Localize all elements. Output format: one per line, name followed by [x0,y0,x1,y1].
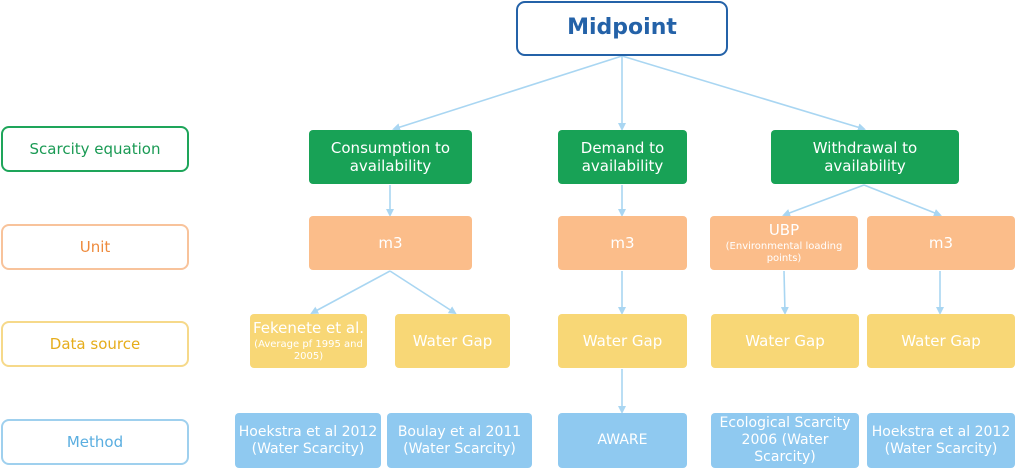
unit-ubp-note: (Environmental loading points) [725,241,843,264]
unit-withdrawal-m3: m3 [867,216,1015,270]
row-label-scarcity-equation: Scarcity equation [1,126,189,172]
unit-demand-m3: m3 [558,216,687,270]
source-water-gap-withdrawal: Water Gap [867,314,1015,368]
equation-consumption-to-availability: Consumption to availability [309,130,472,184]
midpoint-title: Midpoint [516,1,728,56]
unit-consumption-m3: m3 [309,216,472,270]
source-water-gap-consumption: Water Gap [395,314,510,368]
equation-withdrawal-to-availability: Withdrawal to availability [771,130,959,184]
unit-ubp-label: UBP [768,221,800,239]
method-hoekstra-consumption: Hoekstra et al 2012 (Water Scarcity) [235,413,381,468]
row-label-data-source: Data source [1,321,189,367]
source-fekenete-label: Fekenete et al. [252,319,365,337]
method-aware: AWARE [558,413,687,468]
method-ecological-scarcity: Ecological Scarcity 2006 (Water Scarcity… [711,413,859,468]
method-hoekstra-withdrawal: Hoekstra et al 2012 (Water Scarcity) [867,413,1015,468]
method-boulay: Boulay et al 2011 (Water Scarcity) [387,413,532,468]
equation-demand-to-availability: Demand to availability [558,130,687,184]
source-fekenete: Fekenete et al. (Average pf 1995 and 200… [250,314,367,368]
source-water-gap-ubp: Water Gap [711,314,859,368]
source-water-gap-demand: Water Gap [558,314,687,368]
source-fekenete-note: (Average pf 1995 and 2005) [254,339,363,362]
unit-withdrawal-ubp: UBP (Environmental loading points) [710,216,858,270]
row-label-unit: Unit [1,224,189,270]
row-label-method: Method [1,419,189,465]
